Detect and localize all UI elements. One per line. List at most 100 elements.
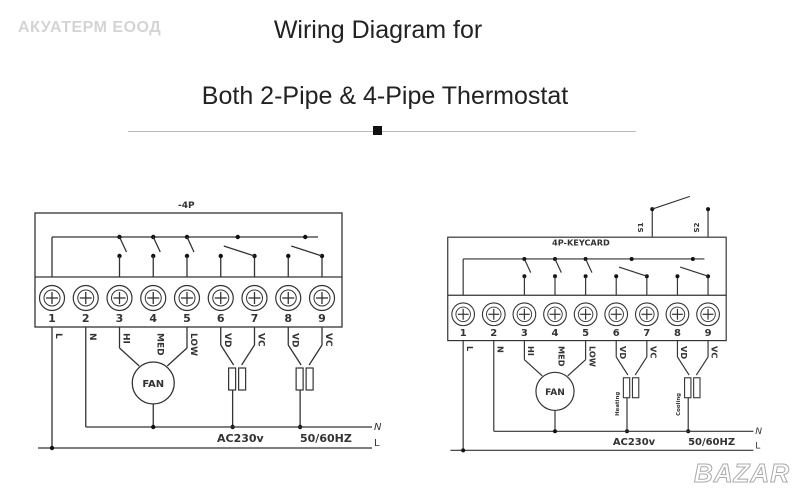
junction-dot (522, 256, 527, 261)
terminal-number: 5 (582, 328, 589, 339)
terminal-number: 2 (82, 312, 90, 325)
screw-head (516, 306, 533, 322)
screw-head (246, 289, 263, 307)
wire (166, 347, 188, 367)
wire-label: L (53, 333, 63, 339)
wire-label: VC (256, 333, 266, 347)
junction-dot (235, 234, 240, 240)
wire-label: VC (323, 333, 333, 347)
wire-label: MED (557, 346, 567, 367)
valve-actuator (631, 377, 640, 399)
screw-head (212, 289, 230, 307)
controller-box (447, 236, 727, 342)
junction-dot (49, 445, 55, 451)
neutral-label: N (374, 422, 382, 433)
terminal-number: 8 (674, 328, 681, 339)
screw-head (144, 289, 162, 307)
wire-label: L (465, 346, 475, 351)
fan-label: FAN (545, 388, 565, 398)
supply-voltage: AC230v (217, 432, 265, 445)
terminal-number: 2 (490, 328, 497, 339)
wire-label: HI (526, 346, 536, 356)
bazar-logo: BAZAR (694, 458, 790, 488)
terminal-number: 8 (284, 312, 292, 325)
wire-label: VD (618, 346, 628, 359)
supply-frequency: 50/60HZ (300, 432, 352, 445)
line-label: L (755, 442, 760, 452)
junction-dot (286, 253, 291, 259)
controller-box (34, 212, 343, 328)
valve-actuator (295, 367, 304, 391)
relay-switch (585, 258, 593, 273)
line-label: L (374, 438, 380, 449)
terminal-number: 9 (318, 312, 326, 325)
relay-switch (554, 258, 562, 273)
valve-actuator (238, 367, 247, 391)
wire (695, 356, 709, 376)
wire-label: VD (222, 333, 232, 347)
wire (241, 344, 256, 366)
terminal-number: 3 (521, 328, 528, 339)
junction-dot (303, 234, 308, 240)
terminal-number: 4 (149, 312, 157, 325)
junction-dot (690, 256, 695, 261)
keycard-label: S2 (692, 222, 701, 232)
wire (615, 356, 629, 376)
screw-head (669, 306, 686, 322)
valve-actuator (228, 367, 237, 391)
relay-switch (679, 266, 709, 277)
screw-head (111, 289, 128, 307)
supply-frequency: 50/60HZ (688, 437, 735, 448)
screw-head (313, 289, 331, 307)
diagram-label: 4P-KEYCARD (552, 237, 610, 247)
screw-head (639, 306, 655, 322)
terminal-number: 1 (48, 312, 56, 325)
neutral-label: N (755, 427, 762, 437)
relay-switch (291, 245, 323, 257)
title-line-1: Wiring Diagram for (273, 16, 483, 44)
junction-dot (644, 274, 649, 279)
terminal-number: 9 (705, 328, 712, 339)
wire-label: VD (289, 333, 299, 347)
relay-switch (523, 258, 532, 273)
relay-switch (118, 236, 128, 253)
relay-switch (186, 236, 195, 253)
screw-head (577, 306, 594, 322)
relay-switch (152, 236, 161, 253)
relay-switch (618, 266, 648, 277)
valve-actuator (684, 377, 692, 399)
relay-switch (223, 245, 255, 257)
terminal-number: 3 (116, 312, 124, 325)
valve-label: Heating (615, 392, 621, 416)
screw-head (178, 289, 196, 307)
wire (119, 347, 140, 367)
screw-head (700, 306, 716, 322)
terminal-number: 4 (552, 328, 559, 339)
screw-head (77, 289, 95, 307)
junction-dot (218, 253, 223, 259)
wire (287, 344, 302, 366)
wire (523, 359, 543, 377)
diagram-label: -4P (178, 201, 195, 211)
terminal-number: 6 (217, 312, 225, 325)
wire (220, 344, 235, 366)
keycard-label: S1 (636, 222, 645, 232)
junction-dot (629, 256, 634, 261)
junction-dot (650, 207, 655, 212)
wire (676, 356, 690, 376)
diagram-4p: -4P1L2N3HI4MED5LOW6VD7VC8VD9VCFANNLAC230… (34, 201, 382, 451)
junction-dot (675, 274, 680, 279)
wire-label: N (87, 333, 97, 341)
wire-label: VD (679, 346, 689, 359)
wire (308, 344, 323, 366)
terminal-number: 1 (460, 328, 467, 339)
junction-dot (553, 429, 557, 434)
screw-head (486, 306, 502, 322)
wire-label: LOW (188, 333, 198, 356)
terminal-number: 6 (613, 328, 620, 339)
wire-label: VC (648, 346, 658, 358)
wire-label: N (495, 346, 505, 353)
divider (128, 131, 636, 132)
screw-head (43, 289, 61, 307)
